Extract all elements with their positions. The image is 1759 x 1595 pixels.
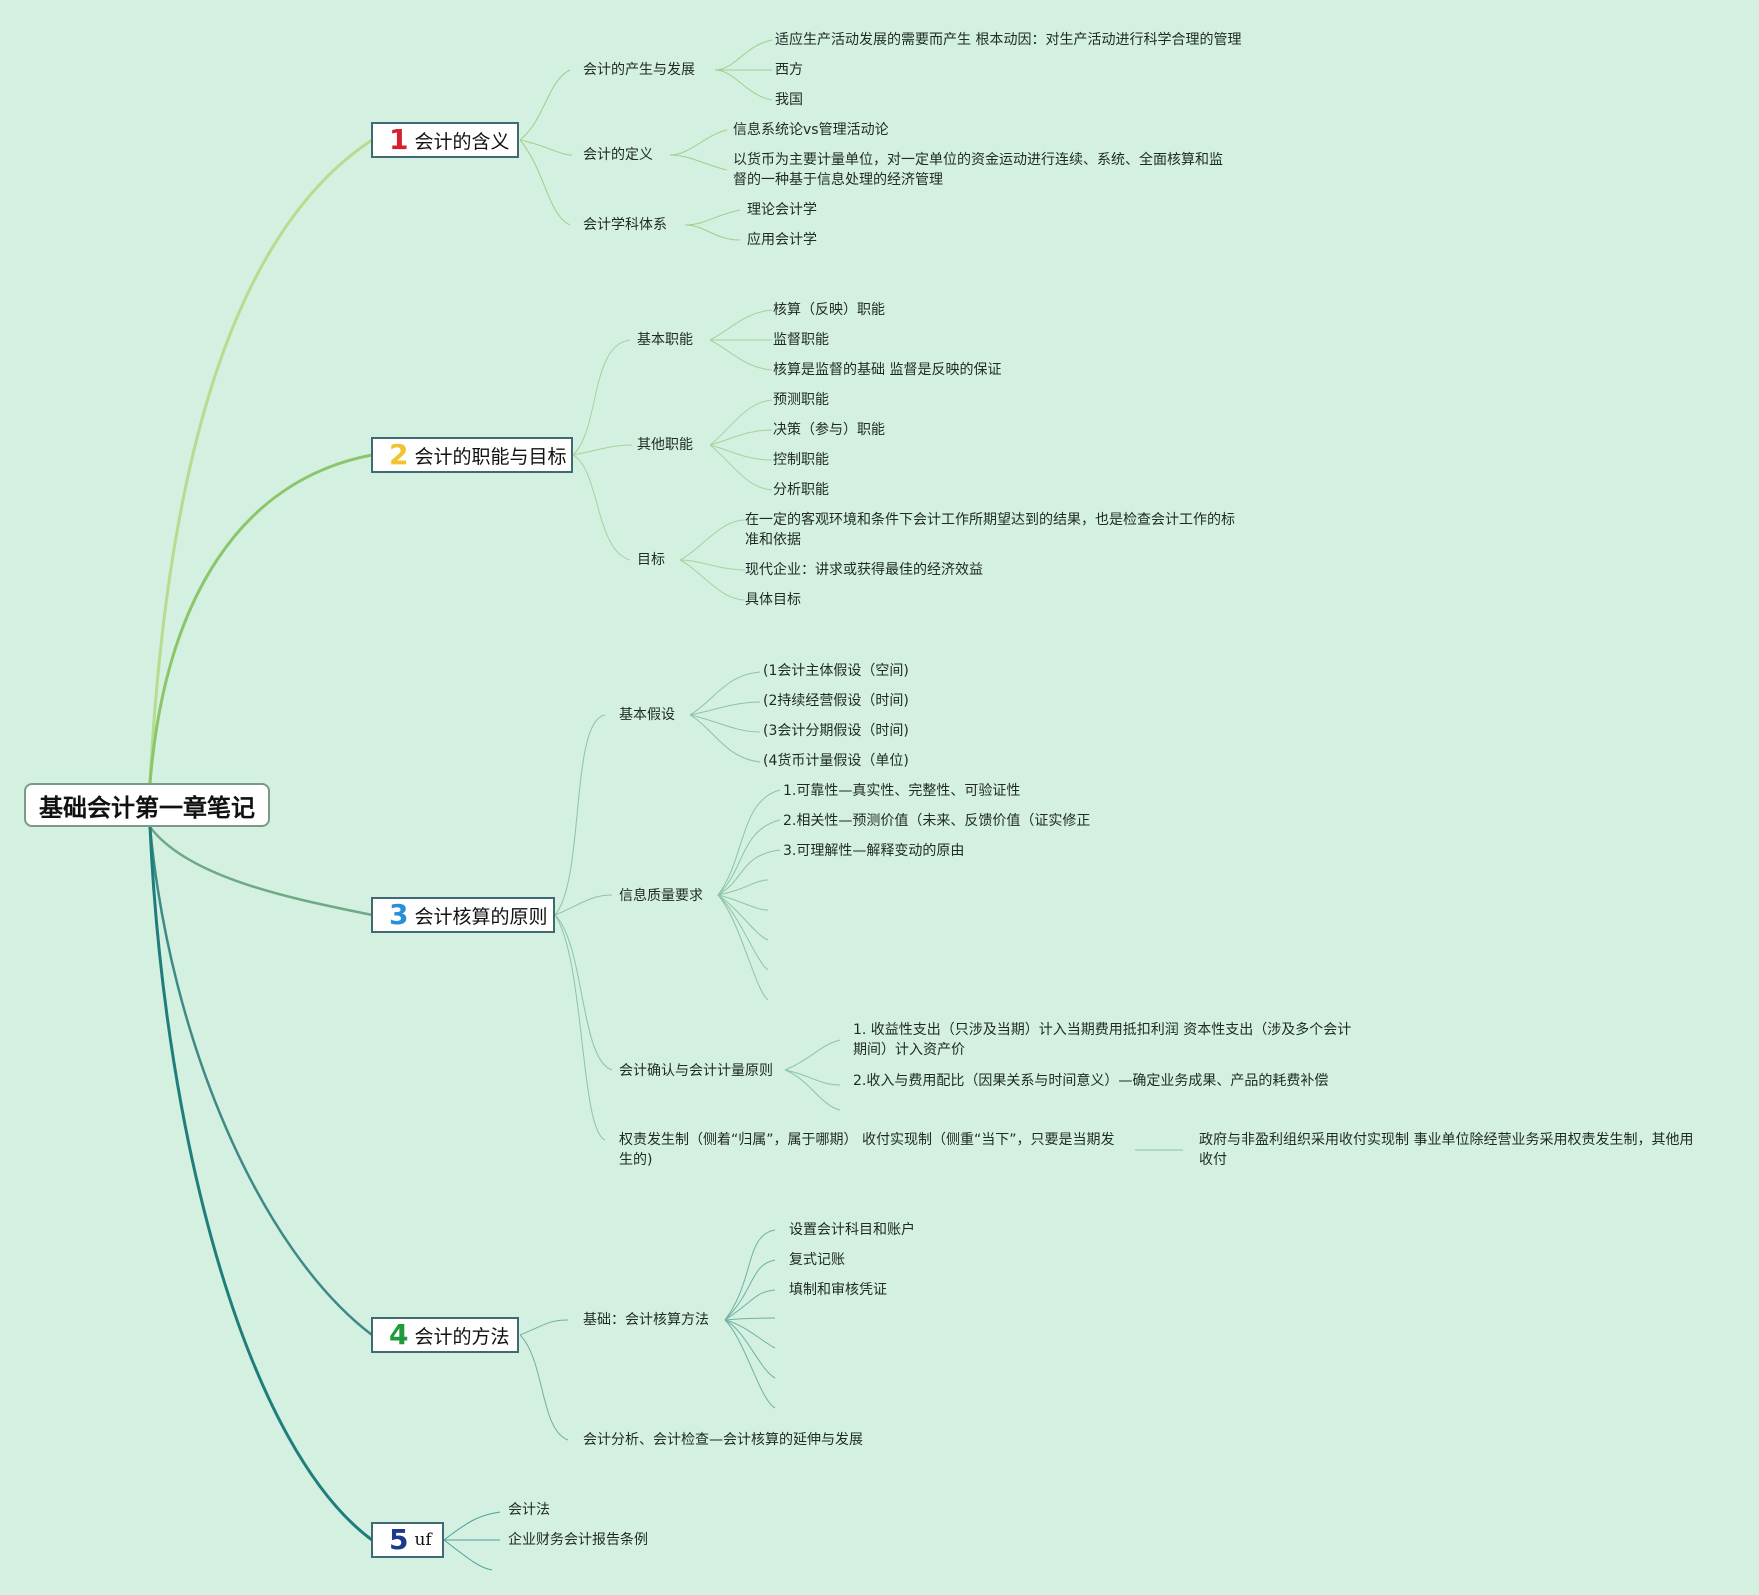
topic-2[interactable]: 2 会计的职能与目标 [371,437,573,473]
topic-1[interactable]: 1 会计的含义 [371,122,519,158]
subtopic-1-3[interactable]: 会计学科体系 [583,217,667,233]
leaf-2-2-2[interactable]: 决策（参与）职能 [773,422,885,438]
topic-3-number: 3 [389,898,409,931]
leaf-3-3-2[interactable]: 2.收入与费用配比（因果关系与时间意义）—确定业务成果、产品的耗费补偿 [853,1073,1329,1089]
leaf-1-1-1[interactable]: 适应生产活动发展的需要而产生 根本动因：对生产活动进行科学合理的管理 [775,32,1242,48]
leaf-4-1-3[interactable]: 填制和审核凭证 [789,1282,887,1298]
subtopic-2-2[interactable]: 其他职能 [637,437,693,453]
subtopic-3-2[interactable]: 信息质量要求 [619,888,703,904]
leaf-1-1-3[interactable]: 我国 [775,92,803,108]
leaf-2-3-2[interactable]: 现代企业：讲求或获得最佳的经济效益 [745,562,983,578]
subtopic-1-2[interactable]: 会计的定义 [583,147,653,163]
leaf-1-2-2[interactable]: 以货币为主要计量单位，对一定单位的资金运动进行连续、系统、全面核算和监督的一种基… [733,152,1223,188]
leaf-3-1-1[interactable]: (1会计主体假设（空间) [763,663,909,679]
topic-1-label: 会计的含义 [414,130,510,153]
subtopic-3-4[interactable]: 权责发生制（侧着“归属”，属于哪期） 收付实现制（侧重“当下”，只要是当期发生的… [619,1132,1115,1168]
topic-5-number: 5 [389,1523,409,1556]
subtopic-3-1[interactable]: 基本假设 [619,707,675,723]
leaf-2-1-1[interactable]: 核算（反映）职能 [773,302,885,318]
leaf-2-3-3[interactable]: 具体目标 [745,592,801,608]
leaf-3-4-1[interactable]: 政府与非盈利组织采用收付实现制 事业单位除经营业务采用权责发生制，其他用收付 [1199,1132,1694,1168]
leaf-4-1-2[interactable]: 复式记账 [789,1252,845,1268]
topic-3-label: 会计核算的原则 [414,905,548,928]
leaf-2-2-1[interactable]: 预测职能 [773,392,829,408]
subtopic-5-2[interactable]: 企业财务会计报告条例 [508,1532,648,1548]
topic-5[interactable]: 5 uf [371,1522,444,1558]
topic-5-label: uf [414,1530,432,1550]
root-node[interactable]: 基础会计第一章笔记 [24,783,270,827]
leaf-1-3-1[interactable]: 理论会计学 [747,202,817,218]
leaf-1-3-2[interactable]: 应用会计学 [747,232,817,248]
leaf-3-2-2[interactable]: 2.相关性—预测价值（未来、反馈价值（证实修正 [783,813,1091,829]
root-title: 基础会计第一章笔记 [39,793,255,822]
leaf-2-1-2[interactable]: 监督职能 [773,332,829,348]
topic-2-label: 会计的职能与目标 [414,445,567,468]
leaf-1-2-1[interactable]: 信息系统论vs管理活动论 [733,122,889,138]
topic-4-number: 4 [389,1318,409,1351]
subtopic-5-1[interactable]: 会计法 [508,1502,550,1518]
subtopic-4-2[interactable]: 会计分析、会计检查—会计核算的延伸与发展 [583,1432,863,1448]
leaf-1-1-2[interactable]: 西方 [775,62,803,78]
leaf-3-2-1[interactable]: 1.可靠性—真实性、完整性、可验证性 [783,783,1021,799]
subtopic-3-3[interactable]: 会计确认与会计计量原则 [619,1063,773,1079]
topic-2-number: 2 [389,438,409,471]
subtopic-1-1[interactable]: 会计的产生与发展 [583,62,695,78]
leaf-2-3-1[interactable]: 在一定的客观环境和条件下会计工作所期望达到的结果，也是检查会计工作的标准和依据 [745,512,1235,548]
topic-4-label: 会计的方法 [414,1325,510,1348]
subtopic-4-1[interactable]: 基础：会计核算方法 [583,1312,709,1328]
leaf-2-1-3[interactable]: 核算是监督的基础 监督是反映的保证 [773,362,1002,378]
topic-1-number: 1 [389,123,409,156]
subtopic-2-3[interactable]: 目标 [637,552,665,568]
leaf-4-1-1[interactable]: 设置会计科目和账户 [789,1222,915,1238]
leaf-3-1-3[interactable]: (3会计分期假设（时间) [763,723,909,739]
leaf-3-3-1[interactable]: 1. 收益性支出（只涉及当期）计入当期费用抵扣利润 资本性支出（涉及多个会计期间… [853,1022,1352,1058]
topic-4[interactable]: 4 会计的方法 [371,1317,519,1353]
leaf-2-2-3[interactable]: 控制职能 [773,452,829,468]
leaf-3-2-3[interactable]: 3.可理解性—解释变动的原由 [783,843,965,859]
leaf-3-1-2[interactable]: (2持续经营假设（时间) [763,693,909,709]
subtopic-2-1[interactable]: 基本职能 [637,332,693,348]
topic-3[interactable]: 3 会计核算的原则 [371,897,555,933]
leaf-2-2-4[interactable]: 分析职能 [773,482,829,498]
leaf-3-1-4[interactable]: (4货币计量假设（单位) [763,753,909,769]
